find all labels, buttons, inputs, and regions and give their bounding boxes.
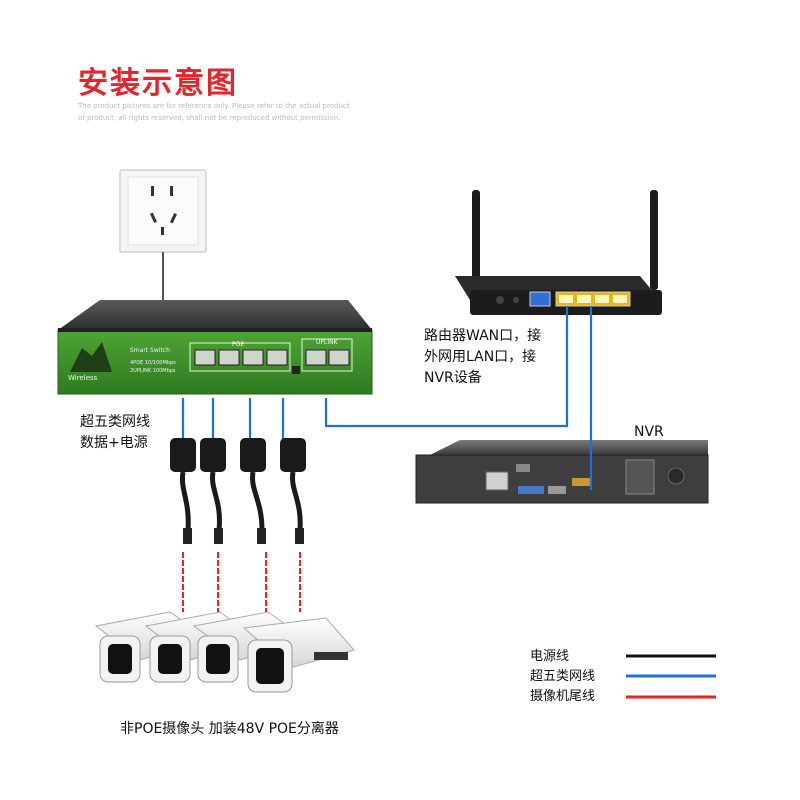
poe-switch-icon: Wireless Smart Switch 4POE 10/100Mbps 2U… [57,300,373,395]
legend: 电源线 超五类网线 摄像机尾线 [530,645,620,705]
router-note-line-2: 外网用LAN口，接 [424,349,537,365]
camera-icon [242,617,355,693]
legend-power-label: 电源线 [530,649,570,664]
poe-splitter-icon [280,438,306,544]
router-note: 路由器WAN口，接 外网用LAN口，接 NVR设备 [424,326,541,389]
nvr-icon [415,440,709,504]
subtitle-line-1: The product pictures are for reference o… [78,102,352,110]
subtitle-line-2: of product, all rights reserved, shall n… [78,114,341,122]
router-note-line-3: NVR设备 [424,370,482,386]
poe-splitter-icon [200,438,226,544]
router-note-line-1: 路由器WAN口，接 [424,328,542,344]
router-icon [455,190,662,315]
power-outlet-icon [119,169,207,253]
page-title: 安装示意图 [78,66,238,101]
switch-spec-2: 2UPLINK 100Mbps [130,368,176,374]
switch-poe-label: POE [232,341,244,348]
switch-spec-1: 4POE 10/100Mbps [130,360,176,366]
switch-brand-label: Smart Switch [130,347,170,354]
switch-uplink-label: UPLINK [316,339,339,346]
nvr-label: NVR [634,424,664,440]
poe-splitter-icon [170,438,196,544]
legend-cat5-label: 超五类网线 [530,669,596,684]
cable-note-line-1: 超五类网线 [80,414,150,430]
cable-note-line-2: 数据+电源 [80,435,148,451]
legend-tail-label: 摄像机尾线 [530,689,596,704]
camera-note: 非POE摄像头 加装48V POE分离器 [120,721,339,737]
cable-note: 超五类网线 数据+电源 [80,412,150,454]
svg-text:Wireless: Wireless [68,374,98,382]
poe-splitter-icon [240,438,266,544]
